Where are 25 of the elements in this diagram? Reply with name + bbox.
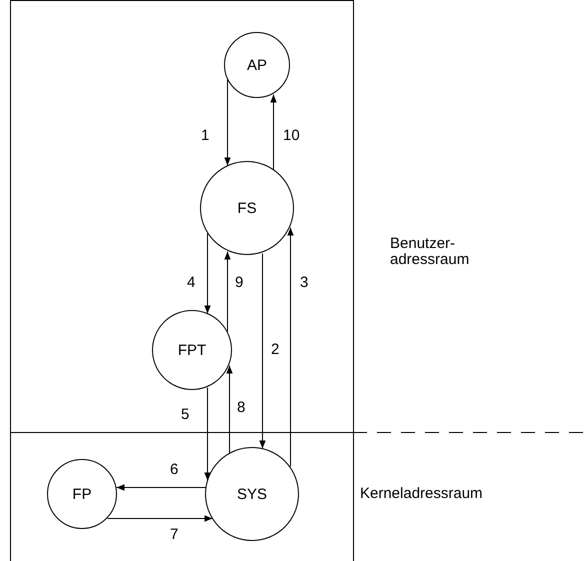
arrow — [226, 365, 233, 454]
node-label: FP — [72, 486, 92, 502]
arrow — [107, 515, 213, 522]
edge-label: 1 — [200, 128, 210, 143]
arrow — [116, 484, 207, 491]
edge-label: 9 — [234, 275, 244, 290]
edge-label: 3 — [299, 275, 310, 290]
edge-label: 4 — [186, 275, 196, 290]
node-label: SYS — [236, 486, 267, 502]
node-label: FPT — [178, 342, 206, 358]
edge-label: 8 — [236, 400, 246, 415]
edge-label: 5 — [180, 407, 190, 422]
node-label: FS — [237, 200, 257, 216]
node-label: AP — [246, 56, 267, 74]
arrow — [224, 79, 231, 166]
edge-label: 2 — [270, 342, 280, 357]
arrow — [224, 251, 231, 332]
arrow — [204, 233, 211, 314]
arrow — [204, 387, 211, 481]
arrow — [287, 227, 294, 467]
edge-label: 6 — [169, 462, 180, 477]
arrow — [259, 253, 266, 449]
edge-label: 7 — [169, 527, 180, 542]
edge-label: 10 — [282, 128, 301, 143]
arrow — [270, 94, 277, 170]
